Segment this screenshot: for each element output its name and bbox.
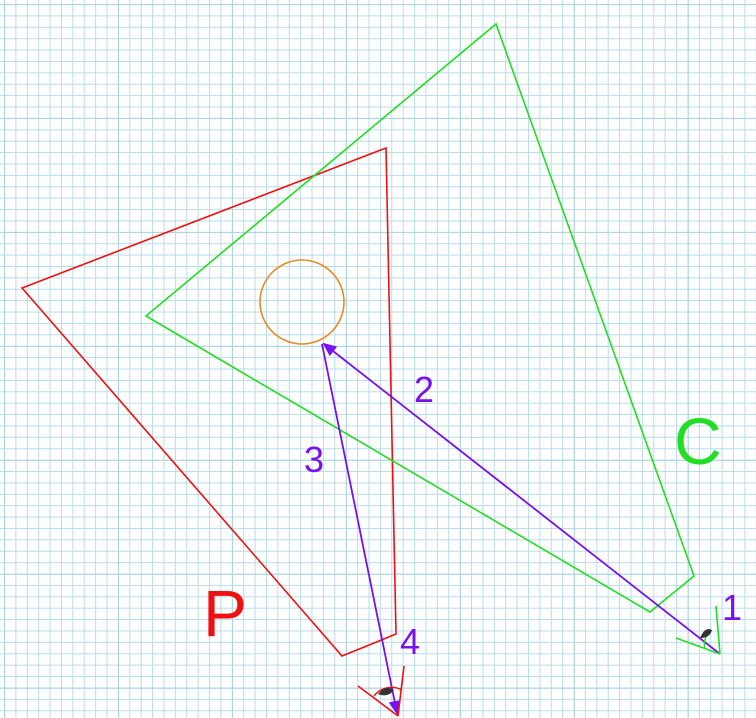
shape-c-outline xyxy=(144,22,695,613)
step-4-label: 4 xyxy=(400,621,421,662)
viewpoint-4-marker xyxy=(357,665,405,717)
shape-p-label: P xyxy=(203,576,248,650)
step-1-label: 1 xyxy=(722,587,743,628)
shape-p-outline xyxy=(20,146,397,657)
path-arrow-3 xyxy=(321,343,401,715)
target-circle xyxy=(259,259,345,345)
viewpoint-1-marker xyxy=(675,605,721,655)
step-2-label: 2 xyxy=(414,369,435,410)
step-3-label: 3 xyxy=(304,439,325,480)
shape-c-label: C xyxy=(674,404,722,478)
path-arrow-2 xyxy=(322,342,721,655)
